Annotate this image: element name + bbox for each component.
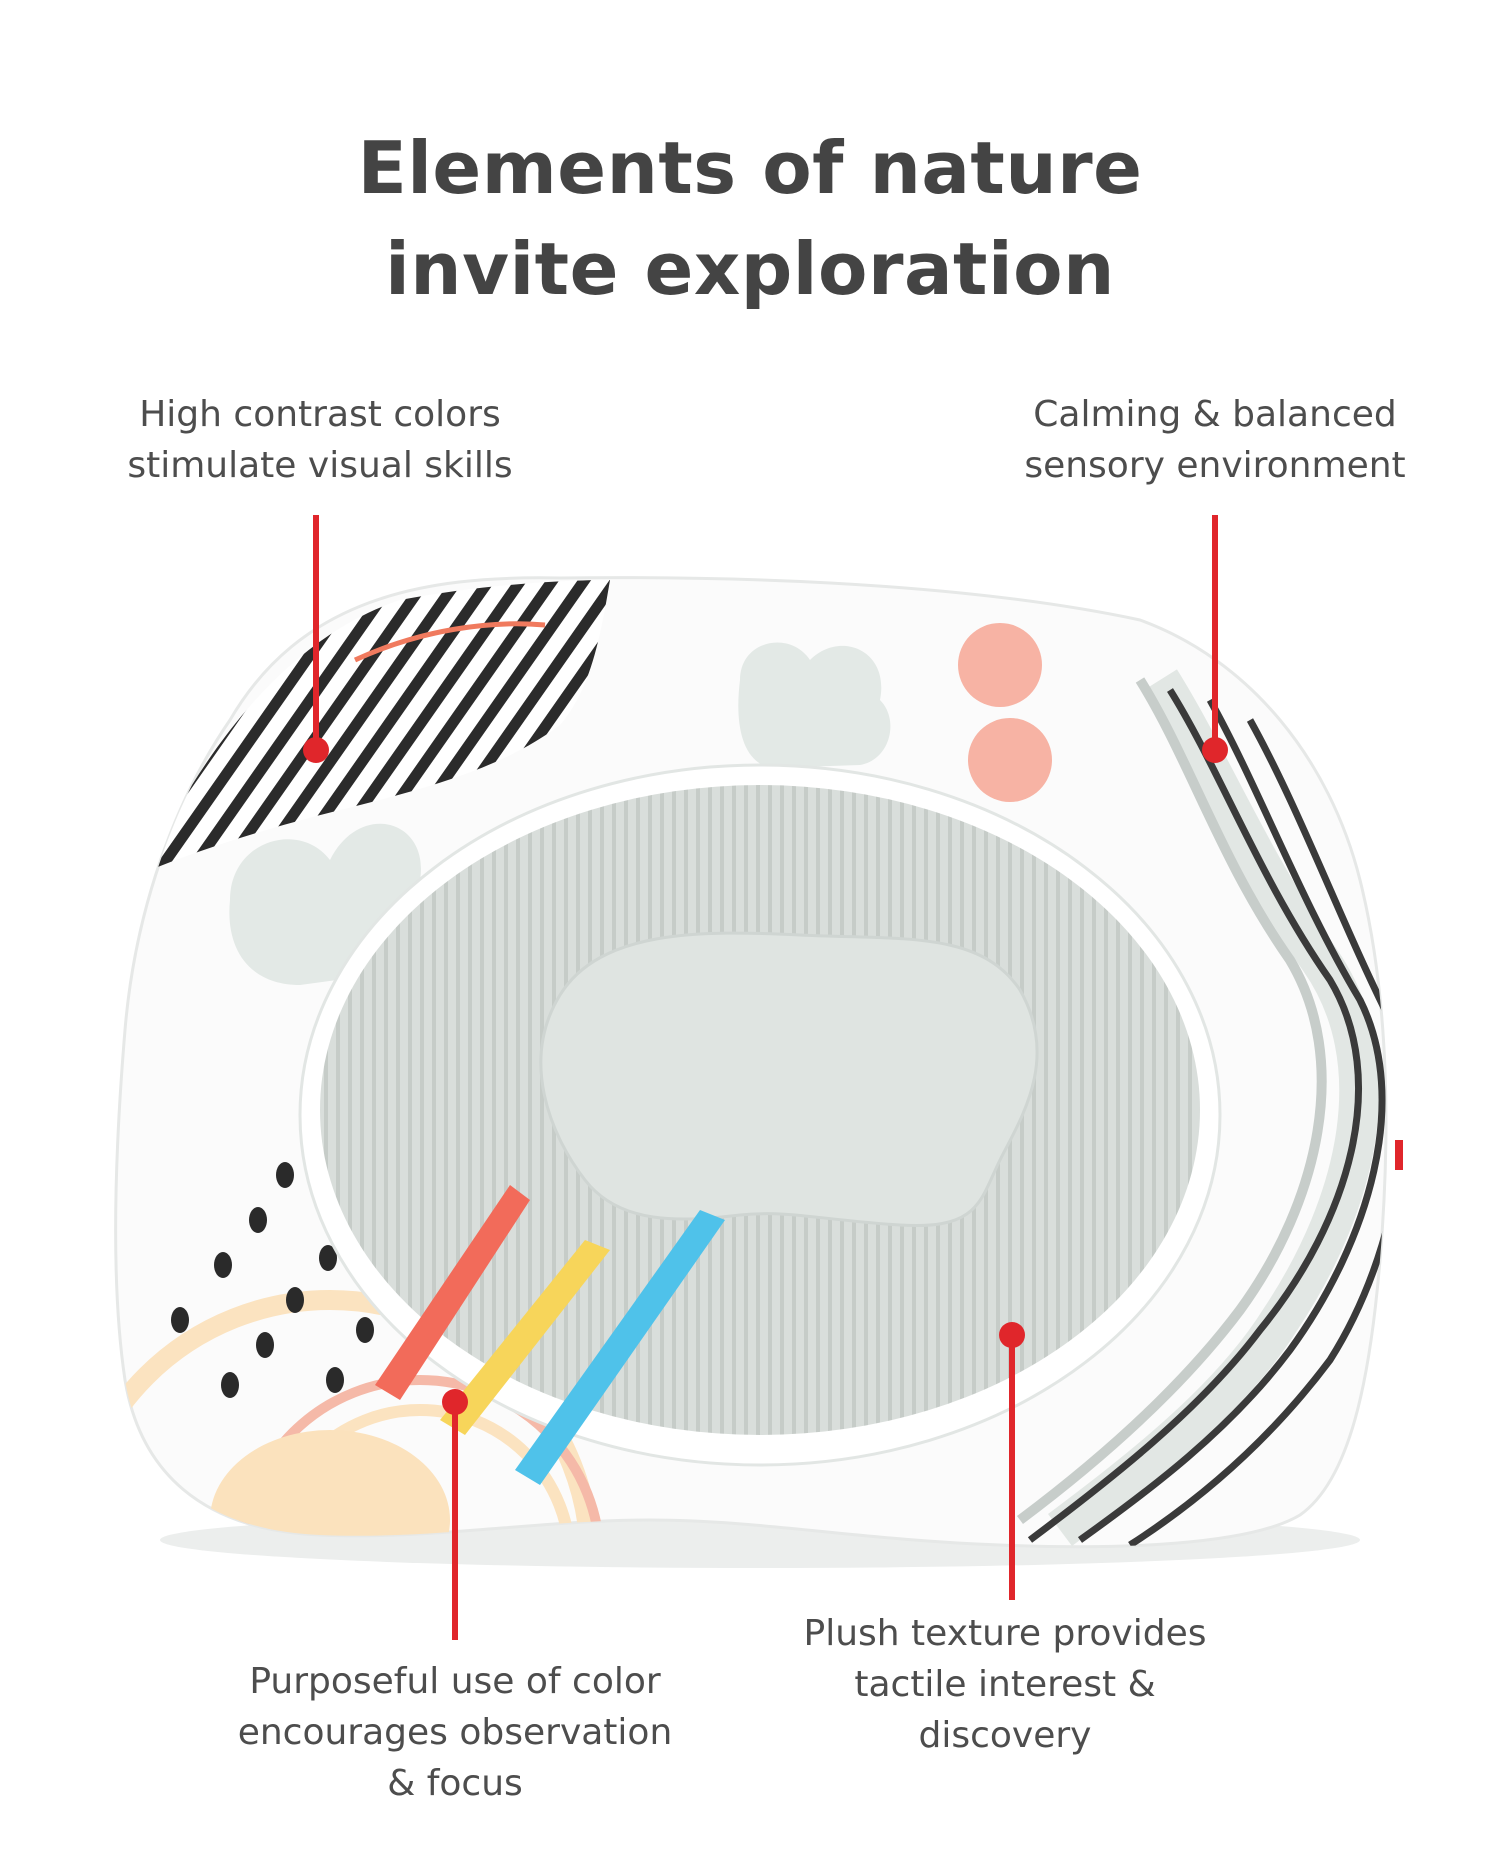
dot-pattern <box>171 1162 374 1398</box>
brand-tag <box>1395 1140 1403 1170</box>
callout-line: & focus <box>387 1763 523 1804</box>
sun-shape <box>210 1430 450 1547</box>
ribbon-yellow <box>440 1240 610 1435</box>
ribbon-blue <box>515 1210 725 1485</box>
wave-line <box>1077 698 1386 1543</box>
pastel-arc <box>235 1375 605 1547</box>
callout-calming: Calming & balanced sensory environment <box>1005 389 1425 491</box>
callout-line: Calming & balanced <box>1033 394 1397 435</box>
leader-dot-high-contrast <box>303 737 329 763</box>
peach-dot <box>968 718 1052 802</box>
callout-high-contrast: High contrast colors stimulate visual sk… <box>110 389 530 491</box>
peach-dot <box>958 623 1042 707</box>
callout-line: tactile interest & <box>854 1664 1156 1705</box>
wave-line <box>1027 688 1363 1543</box>
wave-line <box>1128 718 1386 1547</box>
ribbon-coral <box>375 1185 530 1400</box>
callout-line: High contrast colors <box>139 394 501 435</box>
callout-lines <box>303 515 1228 1640</box>
leader-dot-plush-texture <box>999 1322 1025 1348</box>
striped-panel <box>150 580 610 870</box>
title-line-1: Elements of nature <box>357 126 1143 210</box>
callout-line: Plush texture provides <box>803 1613 1207 1654</box>
callout-line: sensory environment <box>1024 445 1406 486</box>
callout-line: encourages observation <box>237 1712 673 1753</box>
wave-line <box>1016 677 1327 1524</box>
pastel-arc <box>115 1290 600 1547</box>
callout-line: stimulate visual skills <box>127 445 513 486</box>
leader-dot-purposeful-color <box>442 1389 468 1415</box>
page-title: Elements of nature invite exploration <box>0 118 1500 320</box>
callout-purposeful-color: Purposeful use of color encourages obser… <box>235 1656 675 1809</box>
title-line-2: invite exploration <box>385 227 1115 311</box>
callout-plush-texture: Plush texture provides tactile interest … <box>790 1608 1220 1761</box>
callout-line: Purposeful use of color <box>249 1661 661 1702</box>
pastel-arc <box>264 1404 576 1547</box>
center-pillow <box>539 931 1039 1228</box>
leader-dot-calming <box>1202 737 1228 763</box>
cloud-shape <box>738 642 891 768</box>
striped-panel-trim <box>353 621 546 663</box>
callout-line: discovery <box>918 1715 1092 1756</box>
